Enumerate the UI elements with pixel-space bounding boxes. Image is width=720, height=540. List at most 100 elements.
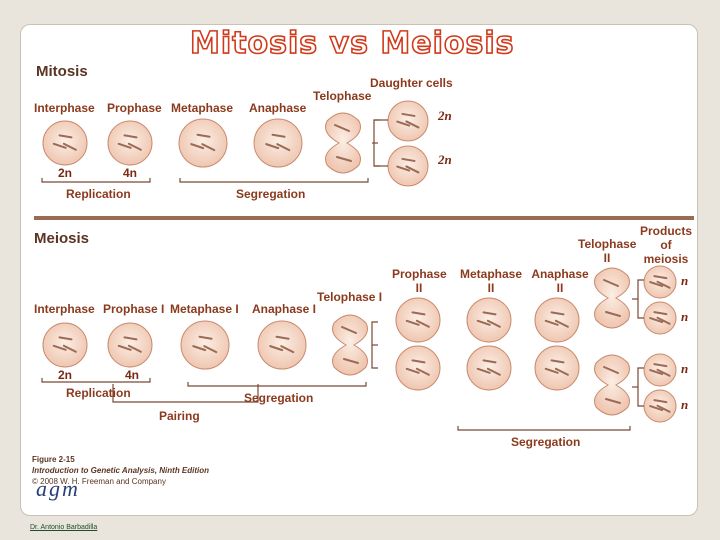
- chromosome: [603, 366, 619, 374]
- chromosome: [649, 369, 664, 376]
- chromosome: [271, 133, 286, 138]
- meiosis-product-ploidy-4: n: [681, 397, 689, 412]
- meiosis-pairing-label: Pairing: [159, 409, 200, 423]
- chromosome: [396, 165, 411, 172]
- chromosome: [117, 142, 132, 149]
- mitosis-telophase-label: Telophase: [313, 89, 372, 103]
- chromosome: [117, 344, 132, 351]
- replication-bracket: [41, 178, 151, 183]
- meiosis-prophase-ii-label: Prophase II: [392, 267, 447, 295]
- mitosis-daughter-cell-1: [387, 100, 429, 142]
- mitosis-daughter-ploidy-2: 2n: [438, 152, 452, 167]
- chromosome: [656, 280, 671, 289]
- meiosis-anaphase-i-label: Anaphase I: [252, 302, 317, 316]
- mitosis-prophase-cell: [107, 120, 153, 166]
- chromosome: [415, 367, 430, 376]
- mitosis-segregation-label: Segregation: [236, 187, 306, 201]
- meiosis-segregation-1-label: Segregation: [244, 391, 314, 405]
- figure-copyright: © 2008 W. H. Freeman and Company: [32, 477, 166, 486]
- chromosome: [486, 319, 501, 328]
- chromosome: [341, 326, 357, 334]
- chromosome: [653, 311, 668, 316]
- mitosis-anaphase-label: Anaphase: [249, 101, 307, 115]
- meiosis-prophase-i-label: Prophase I: [103, 302, 165, 316]
- chromosome: [486, 367, 501, 376]
- meiosis-anaphase-i-cell: [257, 320, 307, 370]
- chromosome: [196, 133, 211, 138]
- segregation-bracket: [179, 178, 369, 183]
- chromosome: [405, 120, 420, 129]
- chromosome: [401, 112, 416, 117]
- meiosis-anaphase-ii-label: Anaphase II: [531, 267, 589, 295]
- slide-panel: [20, 24, 698, 516]
- meiosis-segregation-2-bracket: [457, 426, 631, 431]
- mitosis-daughter-ploidy-1: 2n: [438, 108, 452, 123]
- chromosome: [550, 311, 565, 316]
- page-title: Mitosis vs Meiosis: [189, 25, 515, 62]
- chromosome: [405, 165, 420, 174]
- meiosis-interphase-cell: [42, 322, 88, 368]
- figure-book-title: Introduction to Genetic Analysis, Ninth …: [32, 466, 210, 475]
- chromosome: [653, 399, 668, 404]
- meiosis-count-4n: 4n: [125, 368, 140, 382]
- chromosome: [656, 404, 671, 413]
- chromosome: [203, 345, 218, 354]
- chromosome: [405, 319, 420, 326]
- meiosis-products-label: Products of meiosis: [639, 224, 692, 266]
- chromosome: [52, 344, 67, 351]
- mitosis-prophase-label: Prophase: [107, 101, 162, 115]
- chromosome: [656, 316, 671, 325]
- chromosome: [649, 281, 664, 288]
- meiosis-metaphase-ii-cell-2: [466, 345, 512, 391]
- meiosis-telophase-ii-label: Telophase II: [578, 237, 637, 265]
- chromosome: [269, 345, 284, 352]
- chromosome: [334, 124, 350, 132]
- chromosome: [62, 344, 77, 353]
- chromosome: [415, 319, 430, 328]
- meiosis-segregation-2-label: Segregation: [511, 435, 581, 449]
- chromosome: [190, 143, 205, 150]
- mitosis-metaphase-label: Metaphase: [171, 101, 234, 115]
- meiosis-interphase-label: Interphase: [34, 302, 95, 316]
- meiosis-count-2n: 2n: [58, 368, 73, 382]
- chromosome: [336, 156, 352, 162]
- chromosome: [396, 120, 411, 127]
- chromosome: [550, 359, 565, 364]
- chromosome: [554, 319, 569, 328]
- chromosome: [653, 275, 668, 280]
- chromosome: [127, 142, 142, 151]
- product-bracket-1: [637, 279, 644, 319]
- meiosis-telophase-ii-cell-1: [594, 267, 630, 329]
- meiosis-segregation-1-bracket: [187, 382, 367, 387]
- mitosis-replication-label: Replication: [66, 187, 131, 201]
- product-bracket-2: [637, 367, 644, 407]
- meiosis-heading: Meiosis: [34, 230, 90, 247]
- mitosis-metaphase-cell: [178, 118, 228, 168]
- chromosome: [123, 134, 138, 139]
- chromosome: [411, 311, 426, 316]
- meiosis-replication-label: Replication: [66, 386, 131, 400]
- meiosis-product-ploidy-1: n: [681, 273, 689, 288]
- meiosis-telophase-i-label: Telophase I: [317, 290, 383, 304]
- chromosome: [656, 368, 671, 377]
- mitosis-daughter-cells-label: Daughter cells: [370, 76, 453, 90]
- meiosis-anaphase-ii-cell-1: [534, 297, 580, 343]
- meiosis-metaphase-i-label: Metaphase I: [170, 302, 239, 316]
- chromosome: [411, 359, 426, 364]
- chromosome: [405, 367, 420, 374]
- meiosis-product-ploidy-2: n: [681, 309, 689, 324]
- author-credit-link[interactable]: Dr. Antonio Barbadilla: [30, 524, 98, 531]
- chromosome: [554, 367, 569, 376]
- agm-logo: agm: [36, 476, 80, 501]
- meiosis-telophase-i-cell: [332, 314, 368, 376]
- meiosis-anaphase-ii-cell-2: [534, 345, 580, 391]
- mitosis-telophase-cell: [325, 112, 361, 174]
- meiosis-product-ploidy-3: n: [681, 361, 689, 376]
- meiosis-metaphase-ii-label: Metaphase II: [459, 267, 523, 295]
- meiosis-prophase-ii-cell-1: [395, 297, 441, 343]
- mitosis-heading: Mitosis: [36, 63, 88, 80]
- chromosome: [58, 336, 73, 341]
- mitosis-interphase-cell: [42, 120, 88, 166]
- chromosome: [62, 142, 77, 151]
